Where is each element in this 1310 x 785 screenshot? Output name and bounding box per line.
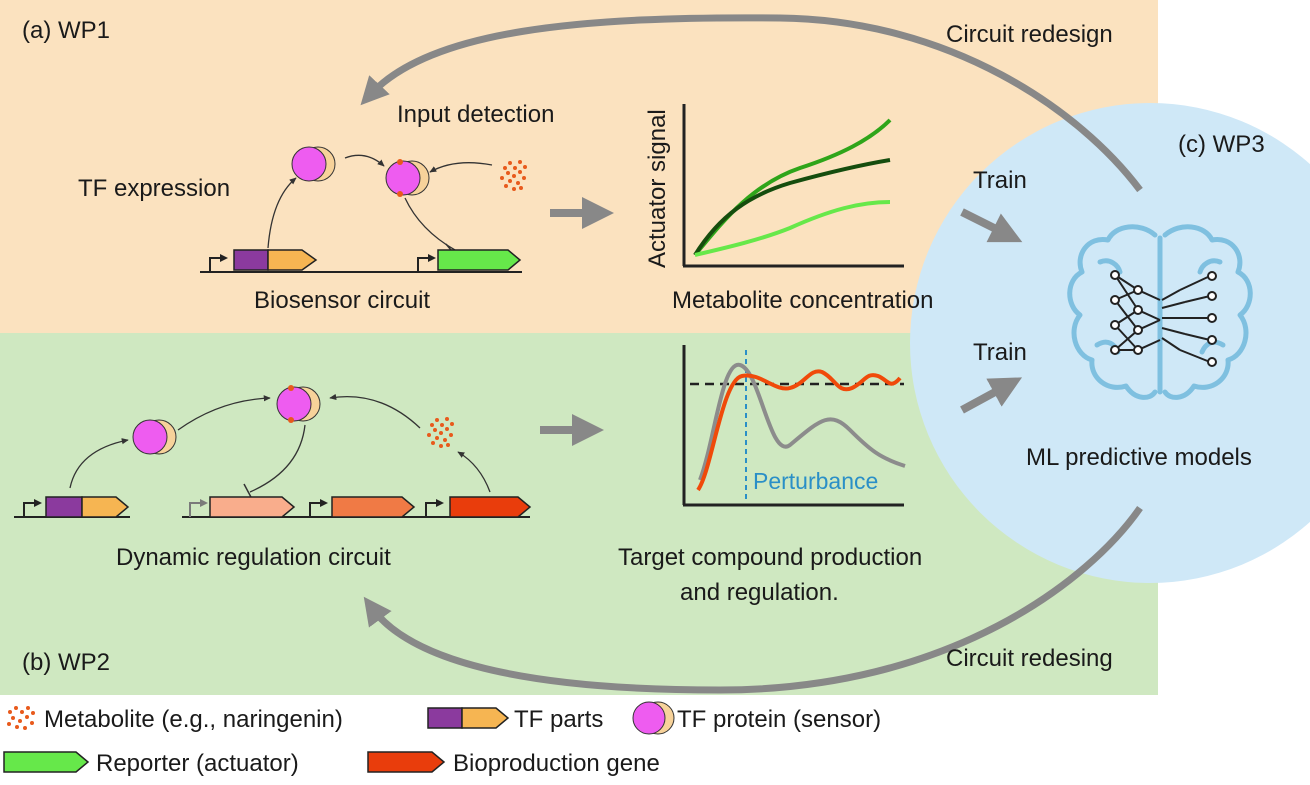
train-arrow-bottom bbox=[960, 377, 1023, 414]
circuit-redesign-label-bottom: Circuit redesing bbox=[946, 645, 1113, 672]
legend-metabolite-label: Metabolite (e.g., naringenin) bbox=[44, 706, 343, 733]
circuit-redesign-arrow-top bbox=[360, 14, 1143, 193]
tf-expression-label: TF expression bbox=[78, 175, 230, 202]
panel-c-label: (c) WP3 bbox=[1178, 131, 1265, 158]
train-arrow-top bbox=[960, 208, 1023, 243]
legend: Metabolite (e.g., naringenin) TF parts T… bbox=[3, 701, 881, 777]
neural-network-icon bbox=[1110, 270, 1217, 367]
biosensor-circuit-label: Biosensor circuit bbox=[254, 287, 430, 314]
circuit-redesign-arrow-bottom bbox=[363, 506, 1143, 694]
train-label-top: Train bbox=[973, 167, 1027, 194]
binding-arrow bbox=[344, 154, 385, 167]
input-detection-arrow-b bbox=[329, 393, 421, 429]
panel-b-label: (b) WP2 bbox=[22, 649, 110, 676]
legend-tf-protein-icon bbox=[632, 701, 675, 735]
metabolite-icon bbox=[500, 160, 527, 191]
actuator-plot-xlabel: Metabolite concentration bbox=[672, 287, 934, 314]
dynamic-circuit-label: Dynamic regulation circuit bbox=[116, 544, 391, 571]
actuator-plot bbox=[682, 104, 904, 268]
tf-protein-icon bbox=[291, 146, 336, 182]
metabolite-icon-b bbox=[427, 417, 454, 448]
repression-line-b bbox=[249, 424, 306, 493]
legend-bioproduction-label: Bioproduction gene bbox=[453, 750, 660, 777]
circuit-redesign-label-top: Circuit redesign bbox=[946, 21, 1113, 48]
ml-models-label: ML predictive models bbox=[1026, 444, 1252, 471]
response-curve-low bbox=[694, 200, 891, 257]
tf-expression-arrow bbox=[267, 177, 297, 249]
regulated-curve bbox=[696, 369, 902, 492]
unregulated-curve bbox=[698, 362, 906, 481]
tf-protein-bound-icon-b bbox=[276, 385, 321, 423]
legend-tf-protein-label: TF protein (sensor) bbox=[677, 706, 881, 733]
production-arrow-b bbox=[457, 451, 491, 493]
perturbance-label: Perturbance bbox=[753, 468, 878, 494]
input-detection-label: Input detection bbox=[397, 101, 554, 128]
response-curve-mid bbox=[693, 158, 891, 257]
train-label-bottom: Train bbox=[973, 339, 1027, 366]
biosensor-circuit bbox=[200, 249, 522, 273]
tf-expression-arrow-b bbox=[69, 438, 129, 489]
legend-reporter-label: Reporter (actuator) bbox=[96, 750, 299, 777]
binding-arrow-b bbox=[177, 395, 271, 431]
legend-metabolite-icon bbox=[7, 706, 35, 730]
panel-a-label: (a) WP1 bbox=[22, 17, 110, 44]
actuator-plot-ylabel: Actuator signal bbox=[644, 109, 671, 268]
tf-protein-icon-b bbox=[132, 419, 177, 455]
production-plot bbox=[682, 345, 906, 507]
input-detection-arrow bbox=[429, 162, 493, 173]
production-caption-line1: Target compound production bbox=[618, 544, 922, 571]
dynamic-regulation-circuit bbox=[14, 496, 532, 518]
tf-protein-bound-icon bbox=[385, 159, 430, 197]
legend-tf-parts-icon bbox=[427, 707, 510, 729]
legend-reporter-icon bbox=[3, 751, 90, 773]
legend-tf-parts-label: TF parts bbox=[514, 706, 603, 733]
production-caption-line2: and regulation. bbox=[680, 579, 839, 606]
legend-bioproduction-icon bbox=[367, 751, 446, 773]
